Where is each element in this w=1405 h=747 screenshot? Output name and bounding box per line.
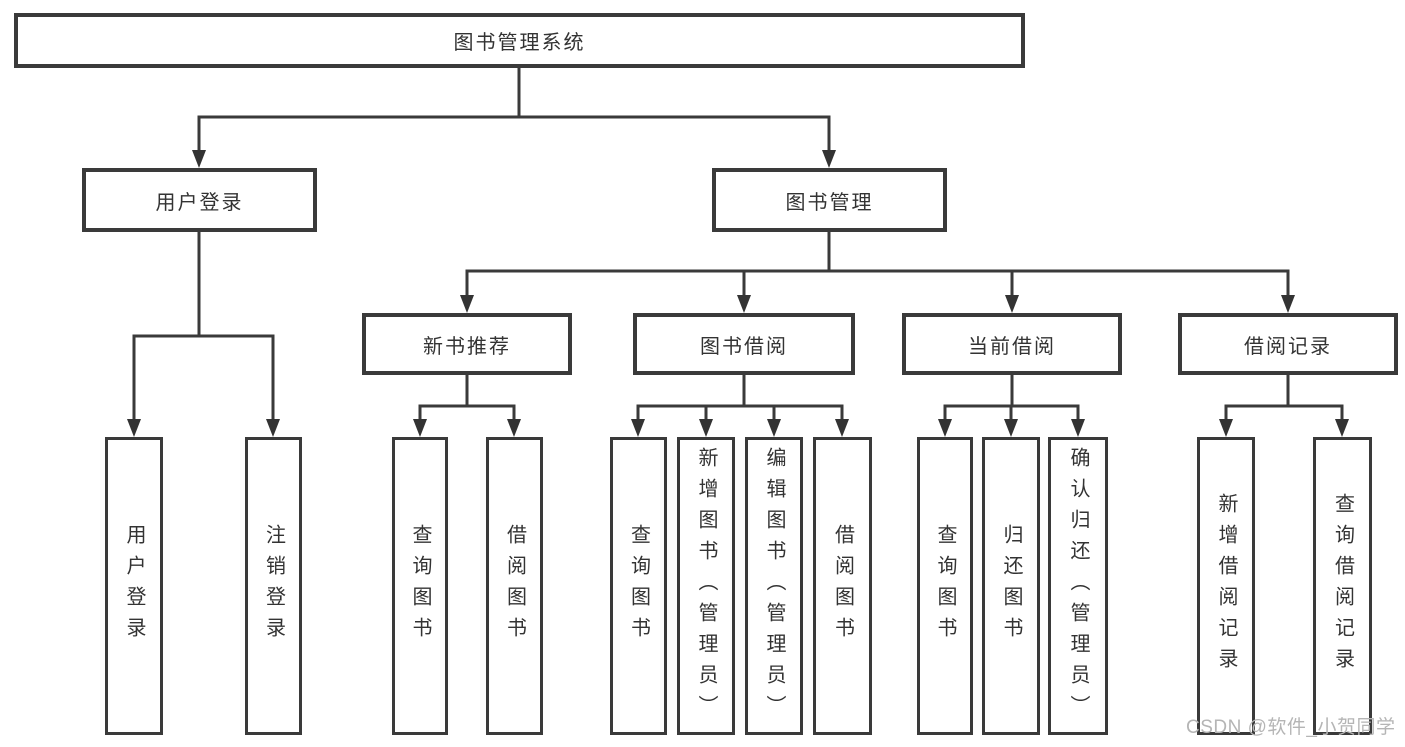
node-current-borrow: 当前借阅 [902,313,1122,375]
node-library-system: 图书管理系统 [14,13,1025,68]
node-user-login: 用户登录 [82,168,317,232]
connector-new-book-recommend-children [413,375,521,437]
connector-book-borrow-children [631,375,849,437]
leaf-query-borrow-record: 查询借阅记录 [1313,437,1372,735]
leaf-query-books-current: 查询图书 [917,437,973,735]
leaf-confirm-return-admin: 确认归还（管理员） [1048,437,1108,735]
watermark: CSDN @软件_小贺同学 [1186,717,1396,738]
leaf-query-books-borrow: 查询图书 [610,437,667,735]
leaf-edit-books-admin: 编辑图书（管理员） [745,437,803,735]
node-book-management: 图书管理 [712,168,947,232]
leaf-add-books-admin: 新增图书（管理员） [677,437,735,735]
leaf-borrow-books-recommend: 借阅图书 [486,437,543,735]
leaf-add-borrow-record: 新增借阅记录 [1197,437,1255,735]
node-book-borrow: 图书借阅 [633,313,855,375]
connector-current-borrow-children [938,375,1085,437]
node-new-book-recommend: 新书推荐 [362,313,572,375]
connector-borrow-records-children [1219,375,1349,437]
leaf-borrow-books: 借阅图书 [813,437,872,735]
leaf-user-login: 用户登录 [105,437,163,735]
connector-book-management-sections [460,232,1295,313]
node-borrow-records: 借阅记录 [1178,313,1398,375]
leaf-return-books: 归还图书 [982,437,1040,735]
leaf-logout: 注销登录 [245,437,302,735]
leaf-query-books-recommend: 查询图书 [392,437,448,735]
connector-user-login-children [127,232,280,437]
connector-root-to-level2 [192,68,836,168]
